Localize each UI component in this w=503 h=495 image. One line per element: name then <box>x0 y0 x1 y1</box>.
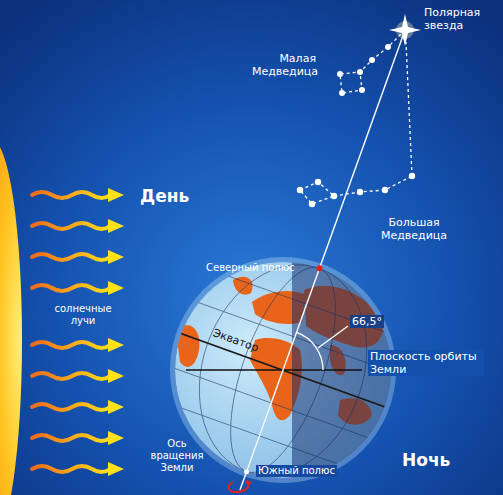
north-pole-dot <box>317 265 323 271</box>
rotation-arrow-head <box>245 480 252 487</box>
constellation-label: Большая Медведица <box>376 216 452 242</box>
pole-label: Южный полюс <box>256 465 337 477</box>
little-dipper <box>337 30 405 96</box>
polaris-label: Полярная звезда <box>424 6 488 32</box>
rotation-arrow <box>229 482 249 492</box>
south-pole-dot <box>244 469 249 474</box>
rays-label: солнечные лучи <box>48 303 118 327</box>
orbit-plane-label: Плоскость орбиты Земли <box>368 350 484 376</box>
axis-through-globe <box>240 268 320 490</box>
orbit-plane-line <box>186 369 362 370</box>
pole-label: Северный полюс <box>206 262 295 274</box>
ray-heads <box>108 188 124 476</box>
night-label: Ночь <box>402 450 450 470</box>
angle-arc <box>297 332 323 370</box>
sun-rays <box>32 192 110 472</box>
angle-label: 66,5° <box>350 315 384 328</box>
angle-leader <box>318 326 348 348</box>
constellation-label: Малая Медведица <box>252 52 316 78</box>
day-label: День <box>140 186 189 206</box>
axis-label: Ось вращения Земли <box>146 438 208 474</box>
sun <box>0 140 22 495</box>
polaris-star <box>389 14 421 46</box>
